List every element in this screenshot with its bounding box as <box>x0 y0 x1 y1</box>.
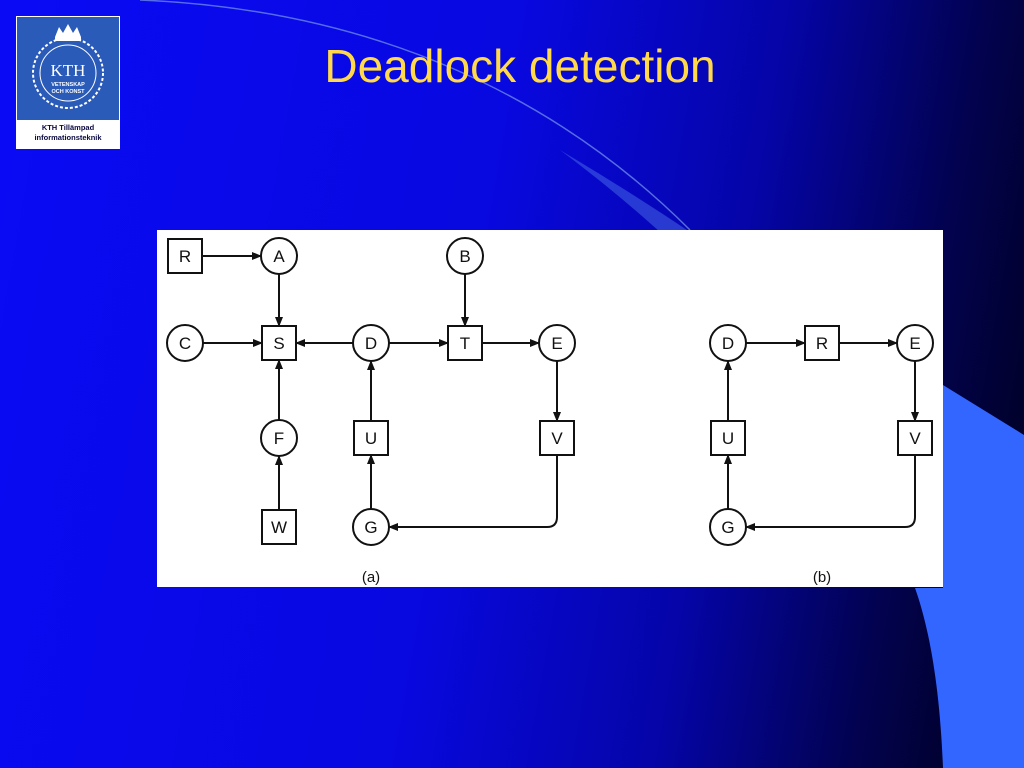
resource-graph-svg: R A B C S D T E F U V W G (a) D R E U V G (b) <box>166 237 934 586</box>
process-node-d: D <box>352 324 390 362</box>
diagram-caption-b: (b) <box>813 569 831 586</box>
resource-node-r: R <box>804 325 840 361</box>
process-node-d: D <box>709 324 747 362</box>
node-label: S <box>273 334 284 353</box>
kth-wordmark: KTH <box>51 61 86 80</box>
kth-caption-line-2: informationsteknik <box>34 133 102 142</box>
process-circle <box>896 324 934 362</box>
resource-node-u: U <box>710 420 746 456</box>
node-label: R <box>816 334 828 353</box>
node-label: E <box>551 334 562 353</box>
node-label: R <box>179 247 191 266</box>
kth-ring-text-2: OCH KONST <box>52 89 86 95</box>
resource-node-r: R <box>167 238 203 274</box>
process-node-b: B <box>446 237 484 275</box>
node-label: F <box>274 429 284 448</box>
resource-square <box>539 420 575 456</box>
node-label: B <box>459 247 470 266</box>
node-label: D <box>365 334 377 353</box>
process-node-g: G <box>709 508 747 546</box>
process-node-e: E <box>896 324 934 362</box>
process-circle <box>260 237 298 275</box>
resource-node-t: T <box>447 325 483 361</box>
diagram-caption-a: (a) <box>362 569 380 586</box>
decor-swoosh-band <box>560 150 690 232</box>
process-circle <box>260 419 298 457</box>
resource-square <box>710 420 746 456</box>
resource-square <box>167 238 203 274</box>
edge-V-G <box>745 455 916 531</box>
node-label: D <box>722 334 734 353</box>
process-circle <box>352 508 390 546</box>
node-label: V <box>551 429 563 448</box>
process-node-a: A <box>260 237 298 275</box>
slide-title: Deadlock detection <box>324 40 716 92</box>
node-label: V <box>909 429 921 448</box>
process-node-e: E <box>538 324 576 362</box>
kth-ring-text-1: VETENSKAP <box>51 82 85 88</box>
kth-logo-emblem: KTH VETENSKAP OCH KONST <box>17 17 119 120</box>
node-label: U <box>365 429 377 448</box>
node-label: E <box>909 334 920 353</box>
kth-logo: KTH VETENSKAP OCH KONST KTH Tillämpad in… <box>16 16 120 149</box>
node-label: T <box>460 334 470 353</box>
process-circle <box>538 324 576 362</box>
edge-V-G <box>388 455 558 531</box>
kth-logo-caption: KTH Tillämpad informationsteknik <box>16 123 120 143</box>
resource-node-u: U <box>353 420 389 456</box>
resource-node-v: V <box>897 420 933 456</box>
node-label: G <box>364 518 377 537</box>
decor-right-shape <box>915 385 1024 768</box>
resource-node-s: S <box>261 325 297 361</box>
resource-square <box>897 420 933 456</box>
process-circle <box>446 237 484 275</box>
node-label: G <box>721 518 734 537</box>
kth-caption-line-1: KTH Tillämpad <box>41 123 95 132</box>
process-node-f: F <box>260 419 298 457</box>
kth-crest-icon: KTH VETENSKAP OCH KONST <box>32 24 104 109</box>
resource-square <box>804 325 840 361</box>
node-label: A <box>273 247 285 266</box>
decor-swoosh-line <box>139 0 691 231</box>
node-label: U <box>722 429 734 448</box>
process-node-c: C <box>166 324 204 362</box>
resource-node-w: W <box>261 509 297 545</box>
resource-square <box>261 509 297 545</box>
node-label: W <box>271 518 287 537</box>
process-circle <box>709 508 747 546</box>
node-label: C <box>179 334 191 353</box>
process-circle <box>352 324 390 362</box>
resource-square <box>353 420 389 456</box>
resource-node-v: V <box>539 420 575 456</box>
process-node-g: G <box>352 508 390 546</box>
resource-graph-figure: R A B C S D T E F U V W G (a) D R E U V G (b) <box>157 230 943 587</box>
resource-square <box>261 325 297 361</box>
process-circle <box>709 324 747 362</box>
process-circle <box>166 324 204 362</box>
resource-square <box>447 325 483 361</box>
